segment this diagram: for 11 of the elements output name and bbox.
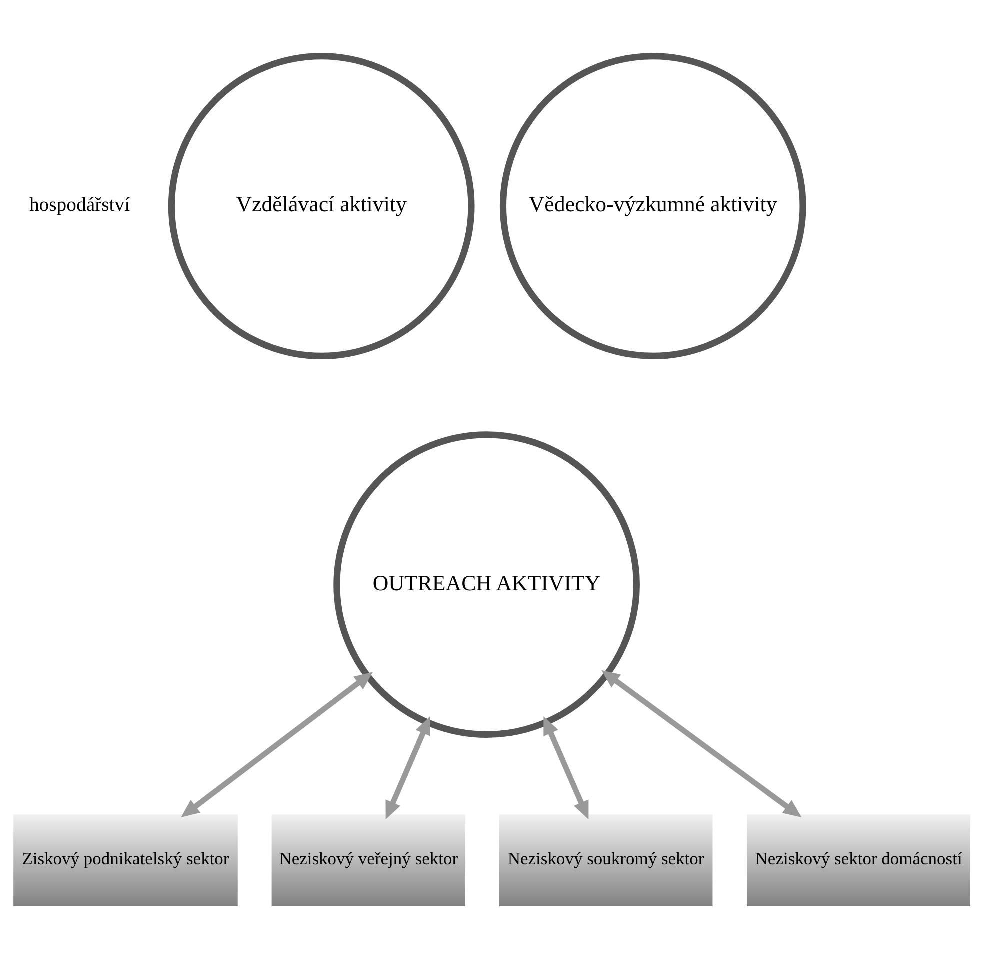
arrow bbox=[602, 670, 802, 818]
arrow bbox=[544, 716, 589, 820]
node-box: Neziskový veřejný sektor bbox=[270, 812, 468, 908]
label: hospodářství bbox=[29, 194, 130, 216]
node-box: Neziskový soukromý sektor bbox=[497, 812, 715, 908]
arrow bbox=[181, 672, 374, 817]
node-box: Ziskový podnikatelský sektor bbox=[11, 812, 240, 908]
node-circle: Vědecko-výzkumné aktivity bbox=[500, 52, 806, 359]
arrow bbox=[386, 716, 431, 820]
node-circle: Vzdělávací aktivity bbox=[168, 52, 475, 359]
node-box: Neziskový sektor domácností bbox=[745, 812, 973, 908]
